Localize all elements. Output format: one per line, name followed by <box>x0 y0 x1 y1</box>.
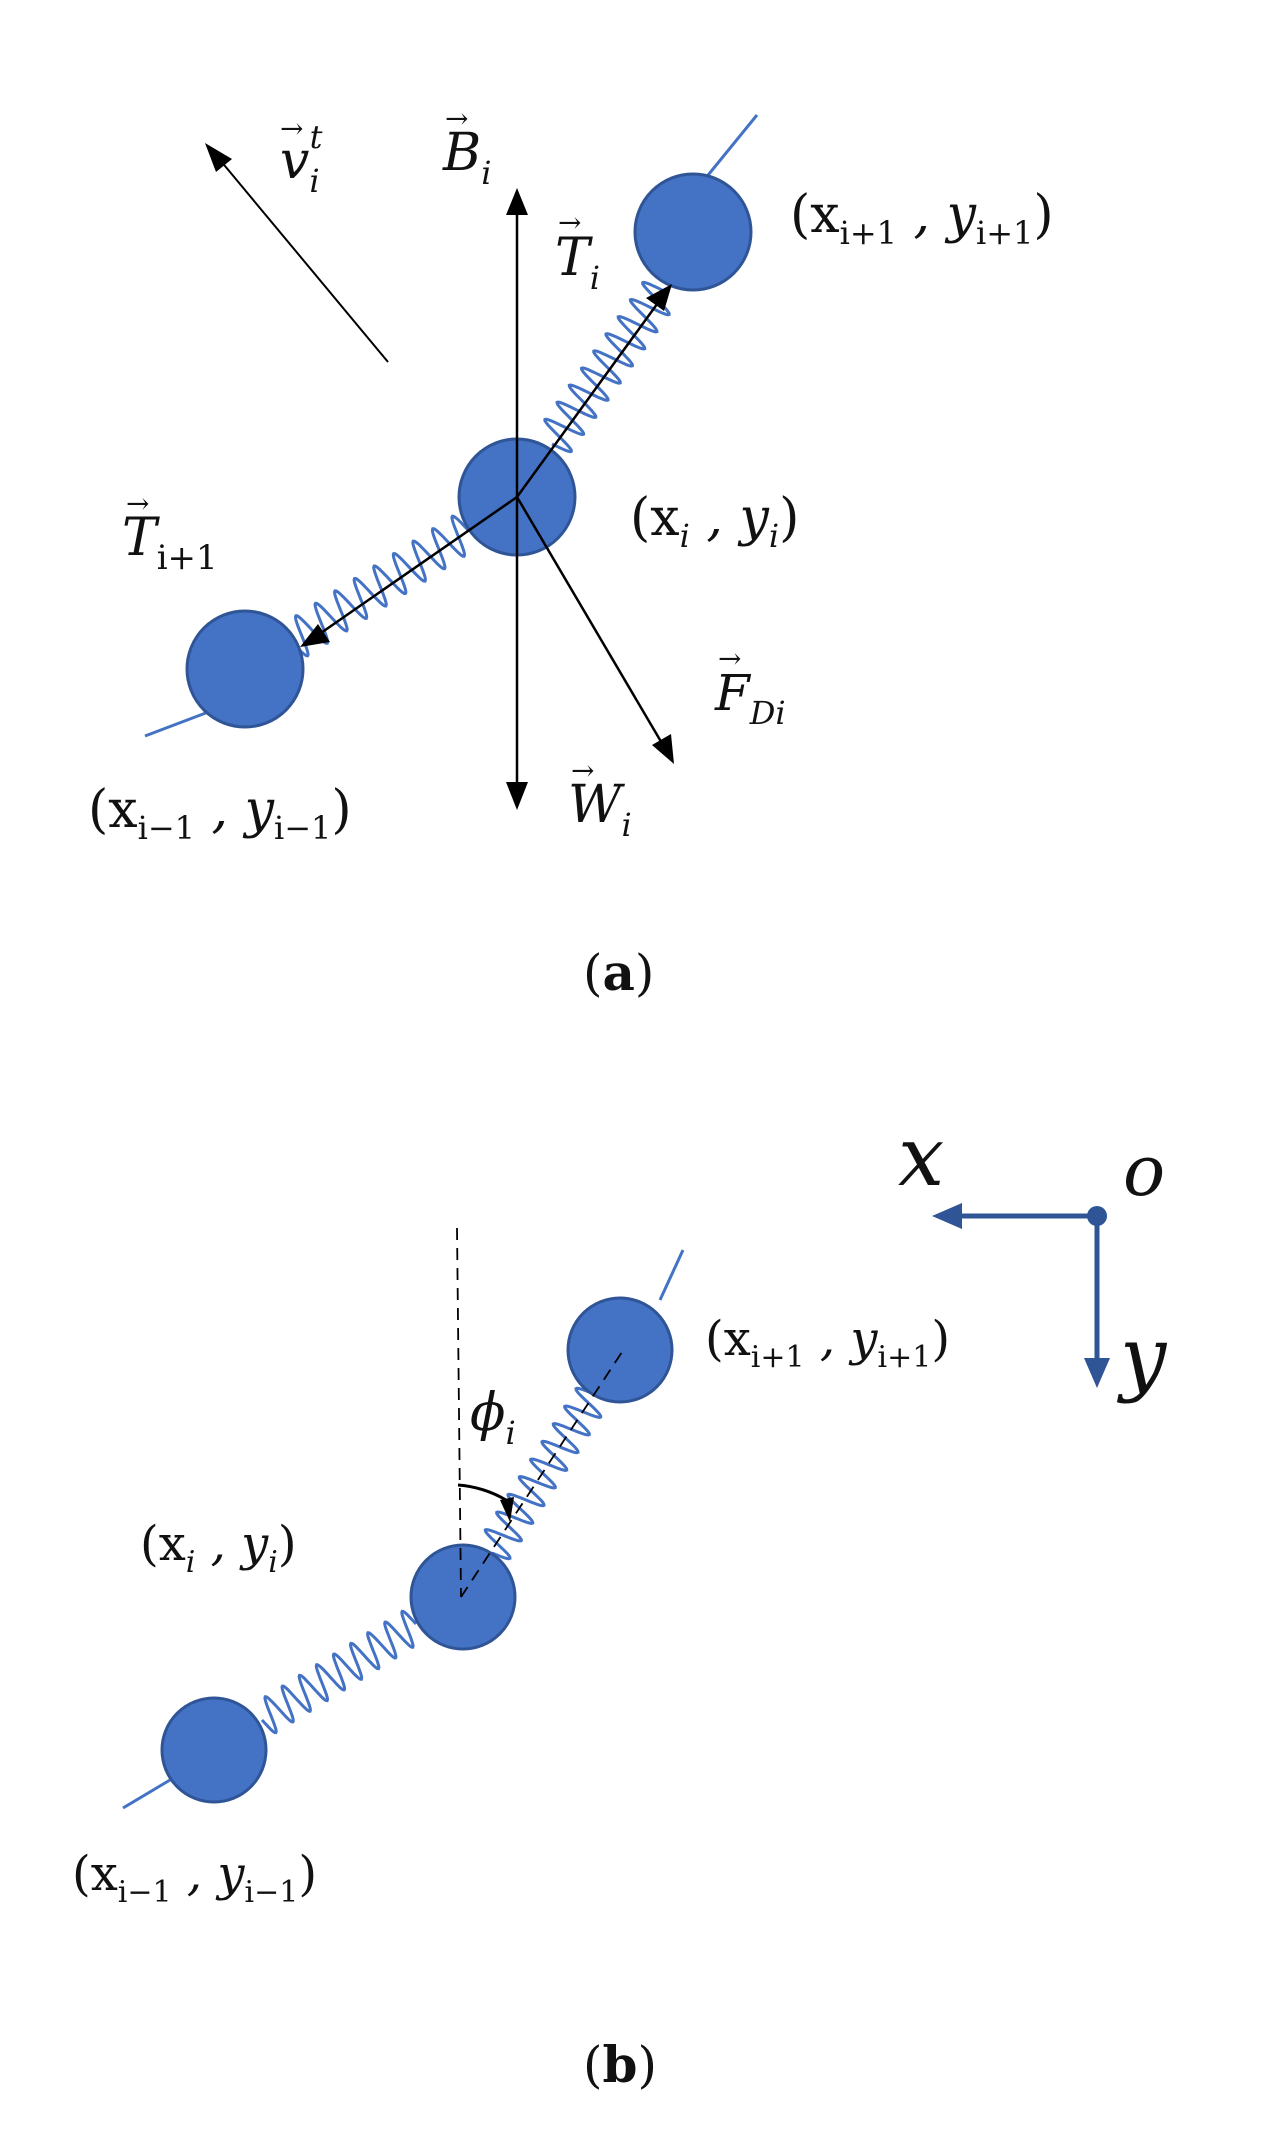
vertical-reference-line <box>456 1227 462 1598</box>
origin-dot <box>1087 1206 1107 1226</box>
drag-vector <box>515 496 665 746</box>
velocity-vector <box>219 159 389 363</box>
tension-i-label: Ti <box>555 228 600 297</box>
tension-i-arrowhead <box>646 284 672 311</box>
tension-next-arrowhead <box>300 624 330 647</box>
coordinate-axes: x y o <box>898 1110 1168 1405</box>
y-axis-arrowhead <box>1084 1358 1110 1388</box>
weight-arrowhead <box>506 782 528 810</box>
angle-arc-arrowhead <box>500 1497 514 1522</box>
velocity-arrowhead <box>205 143 232 172</box>
velocity-vec-arrow: → <box>280 112 303 145</box>
buoyancy-arrowhead <box>506 188 528 215</box>
spring-lower-a <box>290 514 470 658</box>
mass-next-a <box>633 172 753 292</box>
tension-i-vector <box>515 299 662 498</box>
mass-prev-b <box>160 1696 268 1804</box>
velocity-label: vit <box>280 118 323 200</box>
node-prev-label-a: (xi−1 , yi−1) <box>88 780 352 847</box>
mass-next-b <box>566 1296 674 1404</box>
weight-label: Wi <box>568 775 632 844</box>
x-axis-arrowhead <box>932 1203 962 1229</box>
panel-a: vit → Bi → Ti → Ti+1 → FDi → Wi → (xi+1 … <box>88 102 1054 1002</box>
drag-label: FDi <box>714 664 786 732</box>
spring-lower-b <box>260 1609 418 1735</box>
node-next-label-b: (xi+1 , yi+1) <box>705 1311 950 1375</box>
angle-arc <box>457 1483 507 1502</box>
caption-a: (a) <box>583 943 654 1002</box>
mass-i-b <box>409 1543 517 1651</box>
tension-next-vec-arrow: → <box>126 487 149 520</box>
buoyancy-label: Bi <box>442 123 491 192</box>
cable-end-bottom-b <box>122 1778 171 1810</box>
node-i-label-a: (xi , yi) <box>630 488 799 555</box>
x-axis-label: x <box>898 1110 944 1205</box>
caption-b: (b) <box>583 2035 657 2094</box>
origin-label: o <box>1123 1130 1165 1212</box>
mass-prev-a <box>185 609 305 729</box>
y-axis-label: y <box>1116 1310 1168 1405</box>
segment-axis-line <box>460 1351 623 1598</box>
spring-upper-a <box>543 280 671 454</box>
drag-arrowhead <box>652 734 674 764</box>
tension-i-vec-arrow: → <box>558 206 581 239</box>
weight-vec-arrow: → <box>571 754 594 787</box>
tension-next-vector <box>317 495 518 637</box>
buoyancy-vec-arrow: → <box>445 102 468 135</box>
node-next-label-a: (xi+1 , yi+1) <box>790 185 1054 252</box>
cable-end-top-b <box>658 1249 685 1301</box>
node-i-label-b: (xi , yi) <box>140 1516 297 1580</box>
cable-end-top-a <box>698 114 759 186</box>
panel-b: ϕi (xi+1 , yi+1) (xi , yi) (xi−1 , yi−1)… <box>72 1110 1168 2094</box>
drag-vec-arrow: → <box>718 642 741 675</box>
node-prev-label-b: (xi−1 , yi−1) <box>72 1846 317 1910</box>
tension-next-label: Ti+1 <box>122 508 218 578</box>
angle-label: ϕi <box>470 1383 516 1452</box>
